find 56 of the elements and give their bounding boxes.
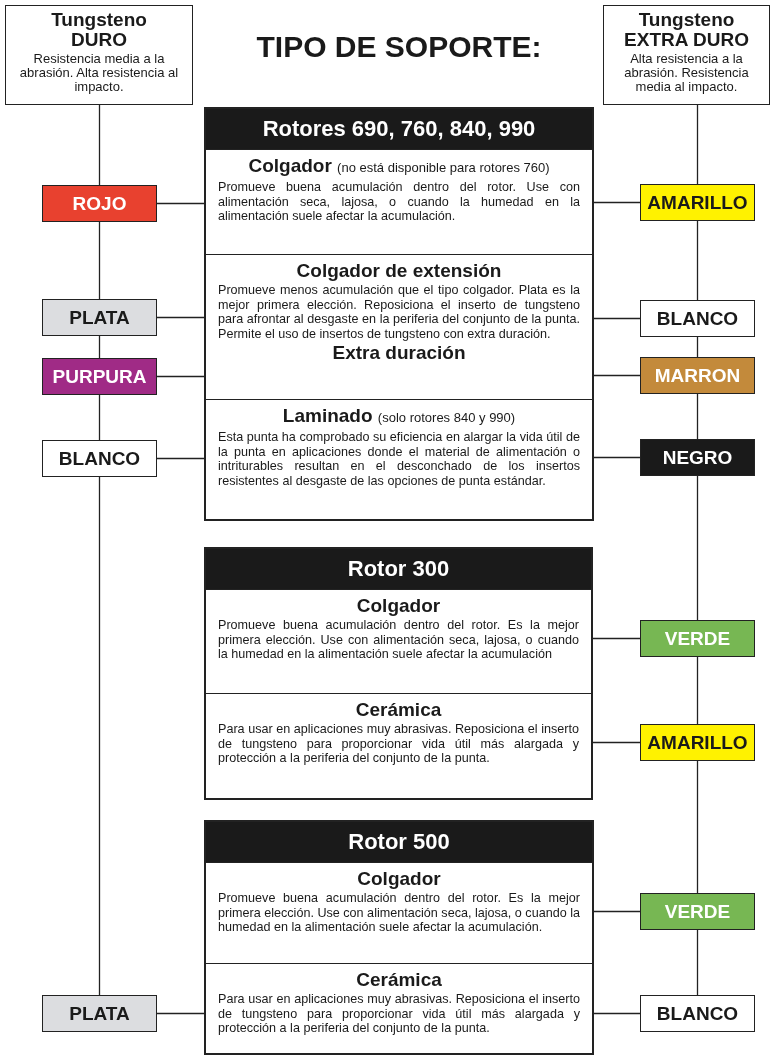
rotor-panel [204,547,593,800]
connector-line [98,394,101,441]
connector-line [696,393,699,440]
color-tag: BLANCO [640,995,755,1032]
rotor-panel [204,820,594,1055]
section-heading: Cerámica [356,969,442,990]
box-text: Resistencia media a la abrasión. Alta resistencia al impacto. [18,52,180,94]
color-tag: VERDE [640,620,755,657]
section-heading: Cerámica [355,699,442,720]
panel-header: Rotor 300 [206,549,591,589]
description-text: Promueve buena acumulación dentro del rotor. Use con alimentación seca, lajosa, o cuando la humedad en la alimentación suele afectar la acumulación. [218,180,580,224]
panel-header: Rotores 690, 760, 840, 990 [206,109,592,149]
connector-line [696,220,699,301]
section-heading: Colgador [356,595,441,616]
heading-note: (no está disponible para rotores 760) [337,160,550,175]
color-tag: NEGRO [640,439,755,476]
description-text: Promueve menos acumulación que el tipo colgador. Plata es la mejor primera elección. Reposiciona el inserto de tungsteno para afrontar al desgaste en la periferia del conjunto de la punta. Permite el uso de insertos de tungsteno con extra duración. [218,283,580,341]
description-text: Promueve buena acumulación dentro del rotor. Es la mejor primera elección. Use con alimentación seca, lajosa, o cuando la humedad en la alimentación suele afectar la acumulación [218,618,579,662]
color-tag: VERDE [640,893,755,930]
heading-note: (solo rotores 840 y 990) [377,410,516,425]
connector-line [696,475,699,621]
connector-line [696,929,699,996]
connector-line [98,335,101,359]
color-tag: ROJO [42,185,157,222]
color-tag: AMARILLO [640,724,755,761]
connector-line [98,104,101,186]
color-tag: PLATA [42,299,157,336]
connector-line [696,104,699,185]
connector-line [98,476,101,996]
color-tag: PLATA [42,995,157,1032]
box-heading: Tungsteno DURO [50,10,148,50]
section-heading: Extra duración [332,342,466,363]
section-heading: Laminado [282,405,373,426]
section-heading: Colgador [357,868,441,889]
color-tag: AMARILLO [640,184,755,221]
info-box [5,5,193,105]
color-tag: BLANCO [640,300,755,337]
description-text: Esta punta ha comprobado su eficiencia en alargar la vida útil de la punta en aplicaciones donde el material de alimentación o intriturables resultan en el desconchado de los insertos resistentes al desgaste de las opciones de punta estándar. [218,430,580,488]
description-text: Para usar en aplicaciones muy abrasivas. Reposiciona el inserto de tungsteno para proporcionar vida útil más alargada y protección a la periferia del conjunto de la punta. [218,992,580,1036]
connector-line [696,760,699,894]
panel-header: Rotor 500 [206,822,592,862]
connector-line [696,656,699,725]
color-tag: MARRON [640,357,755,394]
connector-line [98,221,101,300]
section-heading: Colgador [248,155,332,176]
page-title: TIPO DE SOPORTE: [255,30,543,64]
color-tag: PURPURA [42,358,157,395]
section-heading: Colgador de extensión [296,260,502,281]
box-heading: Tungsteno EXTRA DURO [623,10,750,50]
info-box [603,5,770,105]
color-tag: BLANCO [42,440,157,477]
rotor-panel [204,107,594,521]
box-text: Alta resistencia a la abrasión. Resistencia media al impacto. [623,52,750,94]
connector-line [696,336,699,358]
description-text: Para usar en aplicaciones muy abrasivas. Reposiciona el inserto de tungsteno para proporcionar vida útil más alargada y protección a la periferia del conjunto de la punta. [218,722,579,766]
description-text: Promueve buena acumulación dentro del rotor. Es la mejor primera elección. Use con alimentación seca, lajosa, o cuando la humedad en la alimentación suele afectar la acumulación. [218,891,580,935]
